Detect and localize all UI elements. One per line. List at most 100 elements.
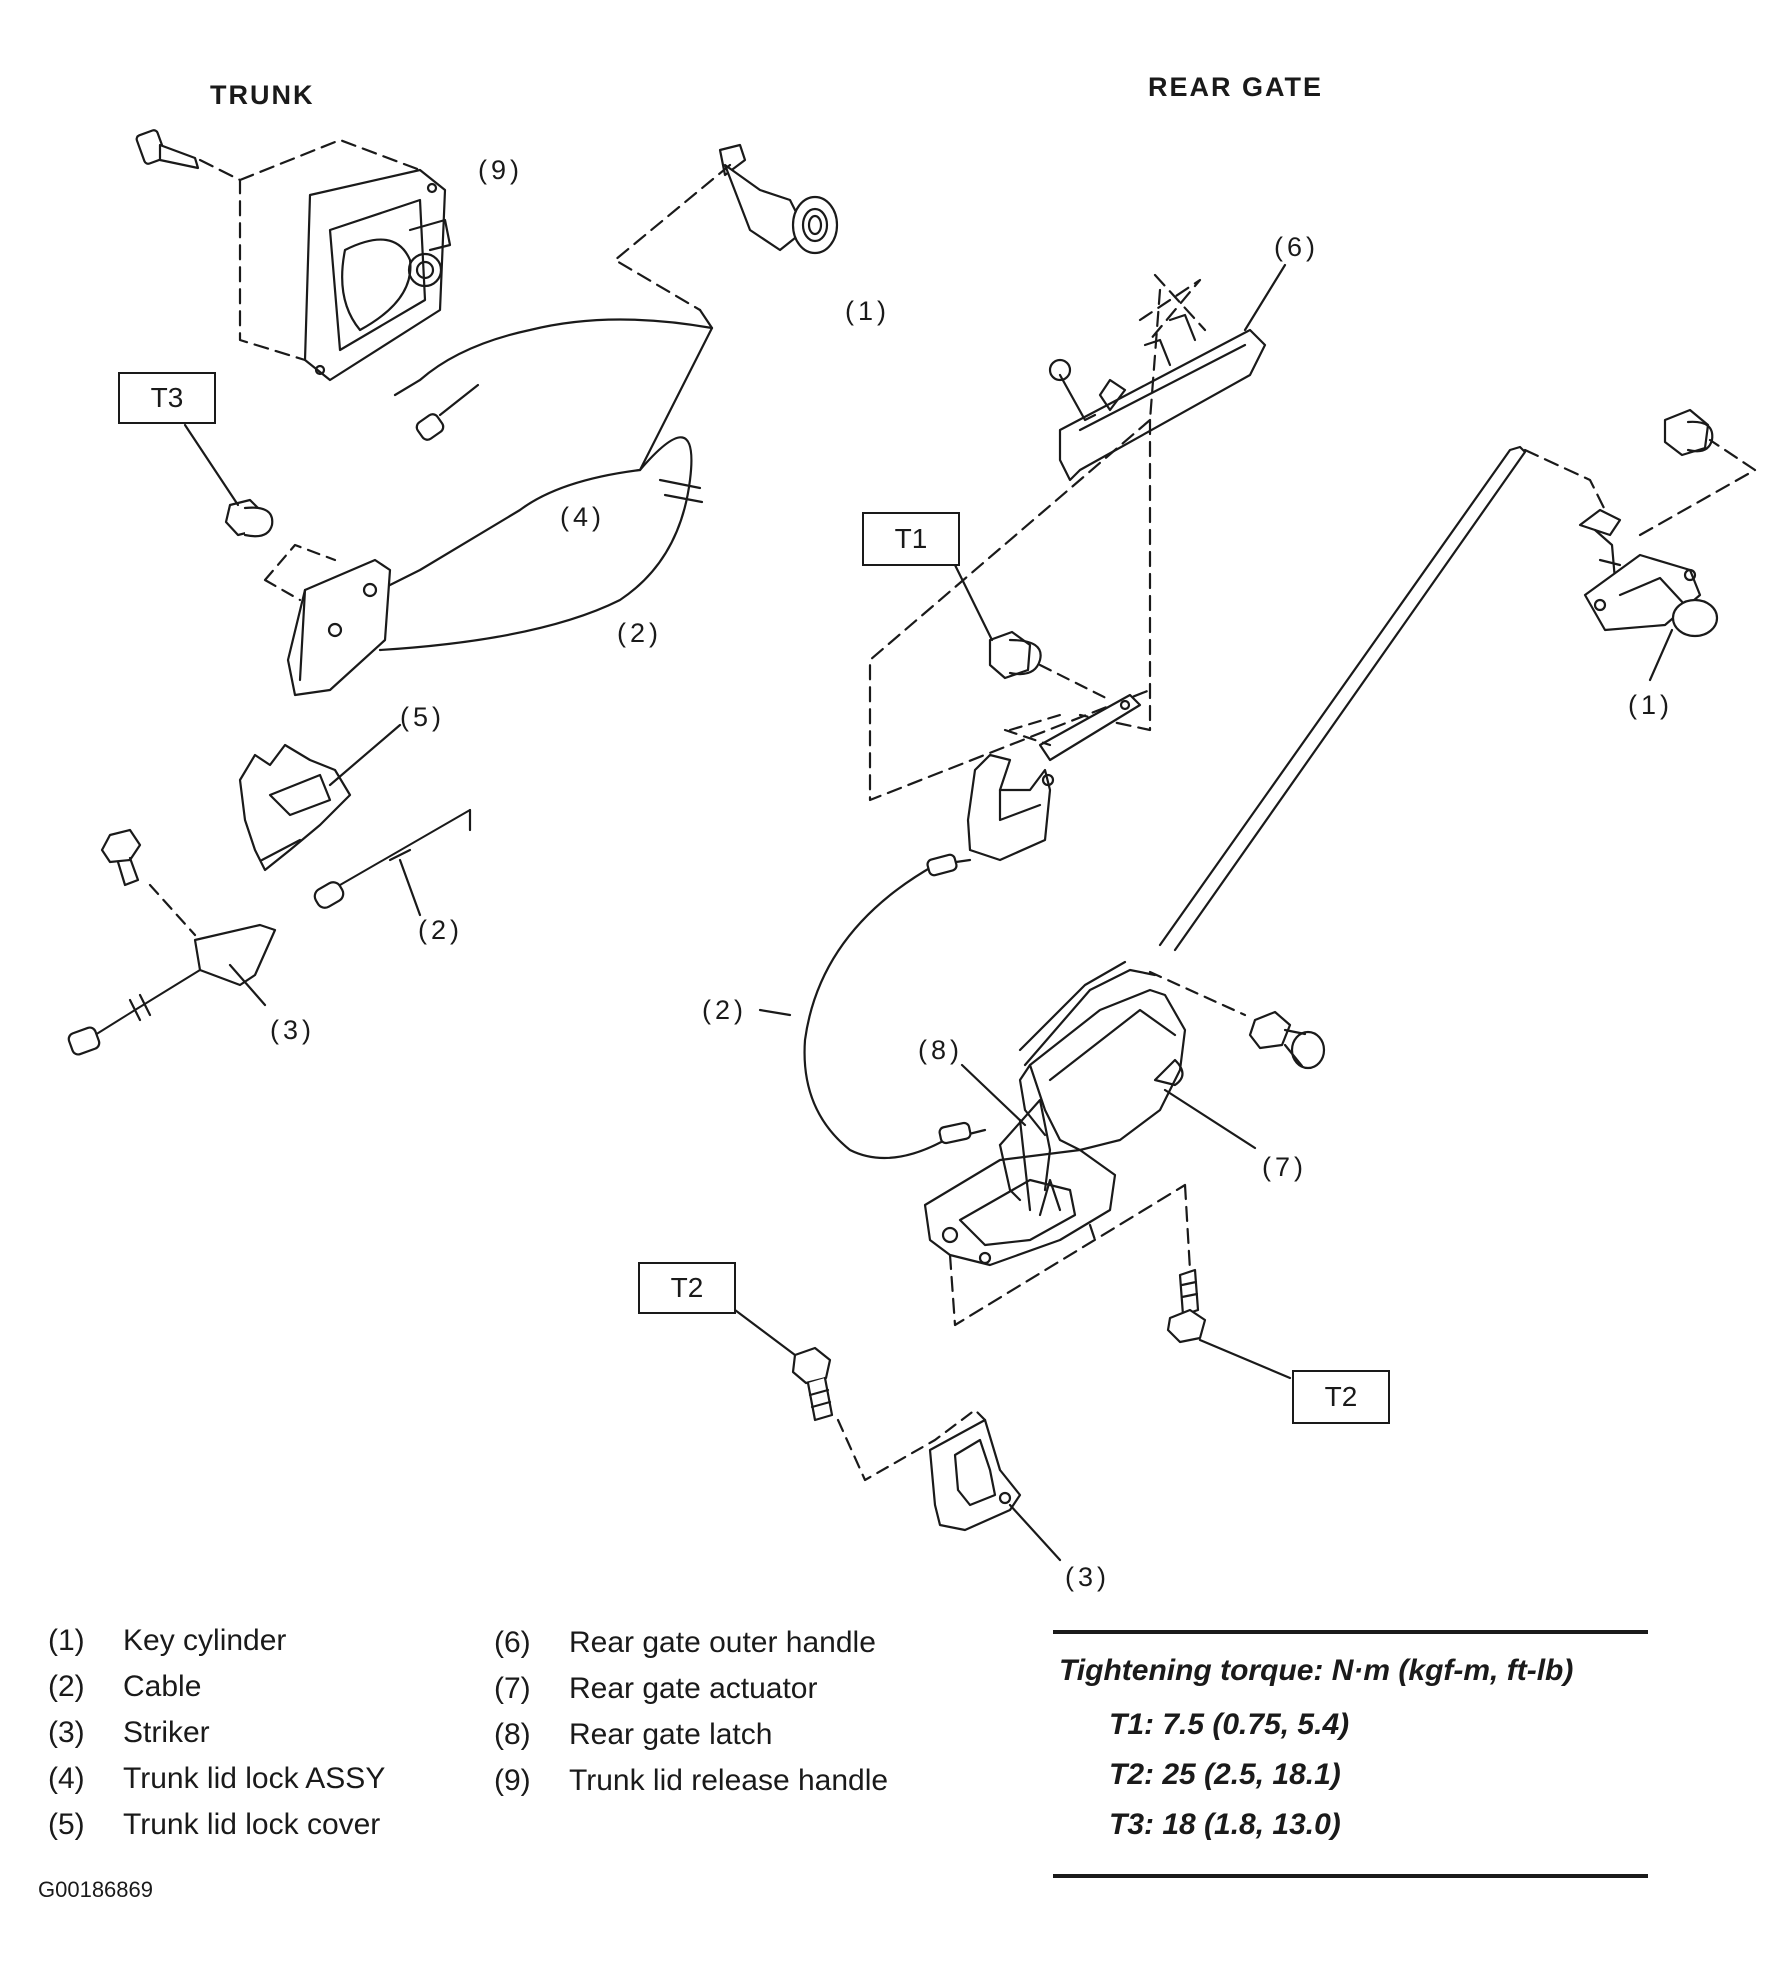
gate-t2-bolt-right [1166,1268,1207,1344]
gate-actuator [1018,960,1187,1152]
gate-rod [1158,445,1527,952]
callout-gate-6: (6) [1274,232,1319,262]
legend-column-2: (6) Rear gate outer handle (7) Rear gate a… [494,1626,888,1810]
legend-num: (9) [494,1764,531,1797]
gate-t1-leader [953,563,994,642]
legend-item-1: (1) Key cylinder [48,1624,385,1670]
legend-label: Rear gate actuator [569,1672,818,1705]
figure-id: G00186869 [38,1877,153,1902]
legend-item-9: (9) Trunk lid release handle [494,1764,888,1810]
gate-latch [923,1098,1117,1267]
legend-num: (6) [494,1626,531,1659]
callout-trunk-9: (9) [478,155,523,185]
legend-num: (8) [494,1718,531,1751]
gate-t1-dash [1038,663,1112,702]
gate-t2-bolt-left [791,1346,834,1422]
torque-box-t2-right: T2 [1292,1370,1390,1424]
callout-gate-7: (7) [1262,1152,1307,1182]
gate-t2-left-leader [733,1308,797,1357]
trunk-5-leader [328,723,402,787]
trunk-nut-dash [263,543,337,602]
torque-heading: Tightening torque: N·m (kgf-m, ft-lb) [1059,1654,1574,1687]
gate-cable-end-top [926,853,958,877]
legend-label: Cable [123,1670,202,1703]
trunk-cable [378,436,693,652]
torque-box-t1: T1 [862,512,960,566]
gate-handle-dash [868,273,1207,802]
gate-actuator-bolt [1248,1010,1326,1070]
legend-label: Trunk lid lock cover [123,1808,381,1841]
trunk-lock-rod [378,308,714,592]
legend-label: Striker [123,1716,210,1749]
legend-num: (1) [48,1624,85,1657]
trunk-lock-assy [286,558,392,697]
legend-num: (3) [48,1716,85,1749]
trunk-t3-nut [224,498,274,538]
legend-num: (2) [48,1670,85,1703]
gate-t1-nut [988,630,1042,680]
legend-item-6: (6) Rear gate outer handle [494,1626,888,1672]
rear-gate-section-title: REAR GATE [1148,72,1324,102]
trunk-cable-break [658,478,704,504]
gate-striker [928,1418,1022,1532]
trunk-keycyl-dash [613,163,732,312]
gate-latch-dash [948,1183,1192,1327]
legend-item-3: (3) Striker [48,1716,385,1762]
gate-bracket-dash [1003,713,1062,747]
gate-2-leader [758,1008,792,1017]
trunk-release-handle [303,168,452,382]
gate-striker-dash [836,1408,987,1482]
trunk-striker [67,828,277,1056]
gate-bolt-dash [1148,970,1247,1017]
gate-8-leader [960,1063,1027,1127]
trunk-t3-leader [183,423,240,507]
legend-label: Rear gate latch [569,1718,773,1751]
trunk-cable-end-lower [313,808,472,909]
callout-gate-2: (2) [702,995,747,1025]
legend-label: Rear gate outer handle [569,1626,876,1659]
torque-box-t2-left: T2 [638,1262,736,1314]
legend-item-4: (4) Trunk lid lock ASSY [48,1762,385,1808]
legend-num: (5) [48,1808,85,1841]
torque-value-t1: T1: 7.5 (0.75, 5.4) [1109,1708,1350,1741]
gate-key-cylinder [1578,508,1719,638]
callout-gate-8: (8) [918,1035,963,1065]
trunk-3-leader [228,963,267,1007]
legend-column-1: (1) Key cylinder (2) Cable (3) Striker (4) T… [48,1624,385,1854]
callout-trunk-2-upper: (2) [617,618,662,648]
trunk-section-title: TRUNK [210,80,315,110]
legend-label: Trunk lid release handle [569,1764,889,1797]
legend-item-5: (5) Trunk lid lock cover [48,1808,385,1854]
callout-trunk-2-lower: (2) [418,915,463,945]
rear-gate-outer-handle [1048,313,1267,482]
legend-item-2: (2) Cable [48,1670,385,1716]
gate-cable-end-bottom [938,1121,972,1145]
torque-box-t3: T3 [118,372,216,424]
legend-num: (4) [48,1762,85,1795]
trunk-cable-end [415,383,480,441]
torque-value-t2: T2: 25 (2.5, 18.1) [1109,1758,1341,1791]
trunk-key-cylinder [718,143,839,255]
callout-gate-1: (1) [1628,690,1673,720]
legend-label: Key cylinder [123,1624,287,1657]
callout-trunk-4: (4) [560,502,605,532]
gate-cable [803,858,987,1160]
tightening-torque-table: Tightening torque: N·m (kgf-m, ft-lb) T1… [1053,1630,1648,1878]
gate-3-leader [1008,1503,1062,1562]
callout-gate-3: (3) [1065,1562,1110,1592]
legend-item-7: (7) Rear gate actuator [494,1672,888,1718]
gate-keycyl-dash [1523,438,1757,537]
trunk-clip [135,129,200,170]
callout-trunk-1: (1) [845,296,890,326]
trunk-lock-rod-upper [393,318,714,397]
legend-num: (7) [494,1672,531,1705]
trunk-lock-cover [238,743,352,872]
legend-label: Trunk lid lock ASSY [123,1762,386,1795]
gate-keycyl-nut [1663,408,1714,457]
legend-item-8: (8) Rear gate latch [494,1718,888,1764]
gate-keycyl-leader [1648,628,1674,682]
callout-trunk-5: (5) [400,702,445,732]
torque-value-t3: T3: 18 (1.8, 13.0) [1109,1808,1341,1841]
gate-7-leader [1163,1088,1257,1150]
